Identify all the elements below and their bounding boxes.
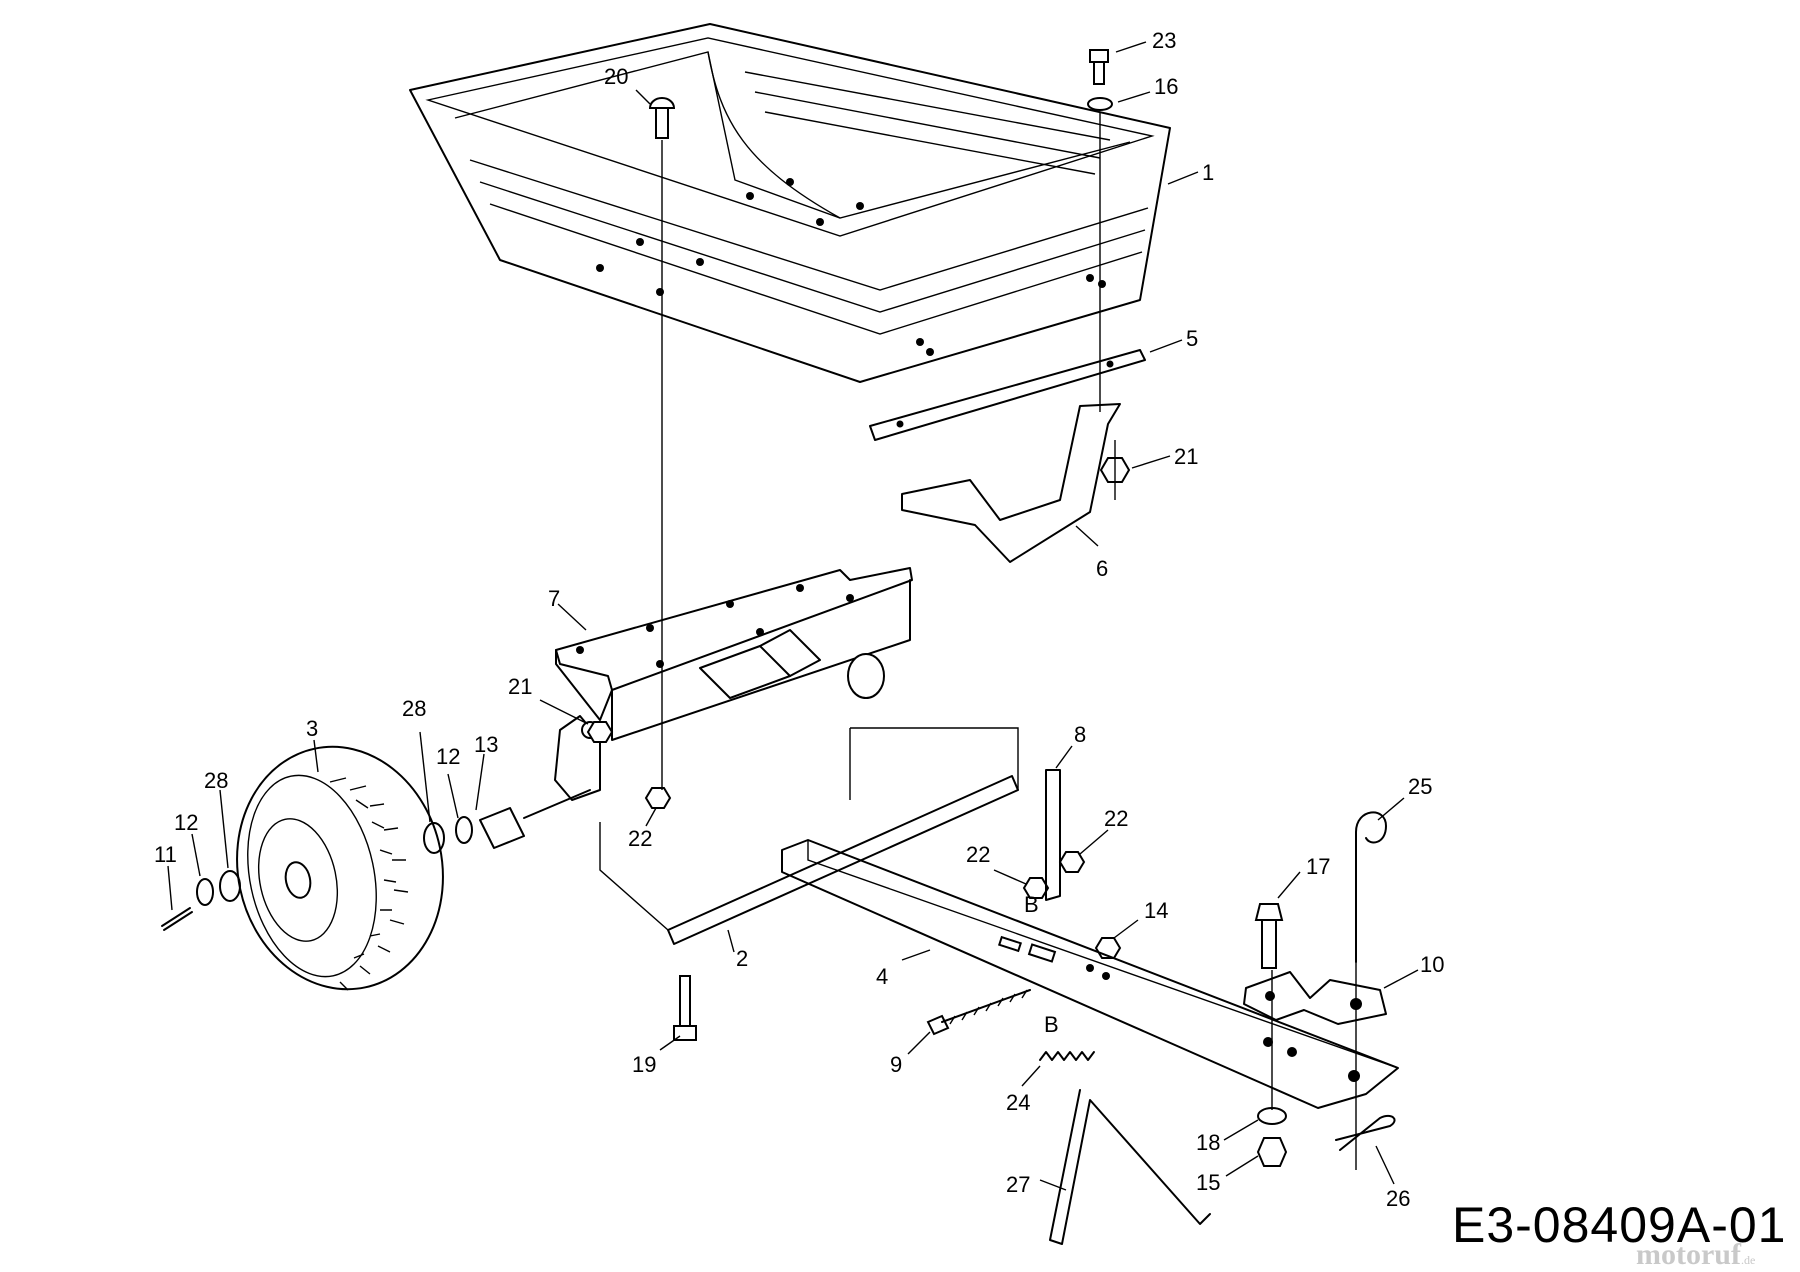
bolt-part-20 (648, 97, 676, 139)
callout-28-outer: 28 (204, 768, 228, 793)
hitch-part-10 (1243, 971, 1387, 1025)
callout-4: 4 (876, 964, 888, 989)
callout-10: 10 (1420, 952, 1444, 977)
spring-part-24 (1039, 1051, 1095, 1061)
callout-B-lever: B (1024, 892, 1039, 917)
callout-25: 25 (1408, 774, 1432, 799)
callout-27: 27 (1006, 1172, 1030, 1197)
nut-part-15 (1256, 1137, 1288, 1167)
callout-12-inner: 12 (436, 744, 460, 769)
rod-part-27 (1049, 1089, 1211, 1245)
washer-part-16 (1087, 97, 1113, 111)
nut-part-22-left (1022, 877, 1050, 899)
wheel-part-3 (236, 745, 444, 991)
callout-26: 26 (1386, 1186, 1410, 1211)
callout-15: 15 (1196, 1170, 1220, 1195)
bolt-part-23 (1089, 49, 1109, 85)
axle-stub (523, 789, 591, 819)
callout-2: 2 (736, 946, 748, 971)
drawing-code: E3-08409A-01 (1452, 1197, 1787, 1253)
callout-6: 6 (1096, 556, 1108, 581)
callout-22-right: 22 (1104, 806, 1128, 831)
tub-part-1 (409, 23, 1171, 383)
callout-3: 3 (306, 716, 318, 741)
callout-24: 24 (1006, 1090, 1030, 1115)
watermark-text: motoruf (1636, 1238, 1741, 1271)
callout-8: 8 (1074, 722, 1086, 747)
watermark-suffix: .de (1740, 1253, 1756, 1267)
bolt-part-19 (673, 975, 697, 1041)
washer-part-18 (1257, 1107, 1287, 1125)
nut-part-22-frame (644, 787, 672, 809)
drawbar-part-4 (781, 839, 1399, 1109)
frame-part-7 (554, 567, 913, 801)
callout-13: 13 (474, 732, 498, 757)
callout-20: 20 (604, 64, 628, 89)
callout-12-outer: 12 (174, 810, 198, 835)
bolt-part-9 (926, 989, 1031, 1036)
callout-9: 9 (890, 1052, 902, 1077)
callout-18: 18 (1196, 1130, 1220, 1155)
hitch-pin-part-25 (1355, 811, 1387, 963)
watermark: motoruf.de (1636, 1238, 1755, 1272)
washer-part-12-inner (455, 816, 473, 844)
callout-17: 17 (1306, 854, 1330, 879)
callout-28-inner: 28 (402, 696, 426, 721)
bushing-part-13 (479, 807, 525, 849)
washer-part-12-outer (196, 878, 214, 906)
callout-5: 5 (1186, 326, 1198, 351)
callout-22-left: 22 (966, 842, 990, 867)
callout-21-lower: 21 (508, 674, 532, 699)
callout-16: 16 (1154, 74, 1178, 99)
callout-11: 11 (154, 842, 177, 867)
nut-part-21-lower (586, 721, 614, 743)
callout-21-upper: 21 (1174, 444, 1198, 469)
callout-labels: 1 2 3 4 5 6 7 8 9 10 11 12 12 13 14 15 1… (154, 28, 1444, 1211)
callout-22-frame: 22 (628, 826, 652, 851)
clip-part-26 (1335, 1114, 1396, 1151)
pin-part-11 (161, 907, 193, 931)
nut-part-22-right (1058, 851, 1086, 873)
strap-part-5 (869, 349, 1146, 441)
bracket-part-6 (901, 403, 1121, 563)
bolt-part-17 (1254, 903, 1284, 969)
callout-1: 1 (1202, 160, 1214, 185)
lever-part-8 (1045, 769, 1061, 901)
callout-14: 14 (1144, 898, 1168, 923)
callout-23: 23 (1152, 28, 1176, 53)
callout-7: 7 (548, 586, 560, 611)
callout-leaders (167, 41, 1419, 1191)
callout-B-spring: B (1044, 1012, 1059, 1037)
assembly-lines (661, 112, 1357, 1170)
callout-19: 19 (632, 1052, 656, 1077)
